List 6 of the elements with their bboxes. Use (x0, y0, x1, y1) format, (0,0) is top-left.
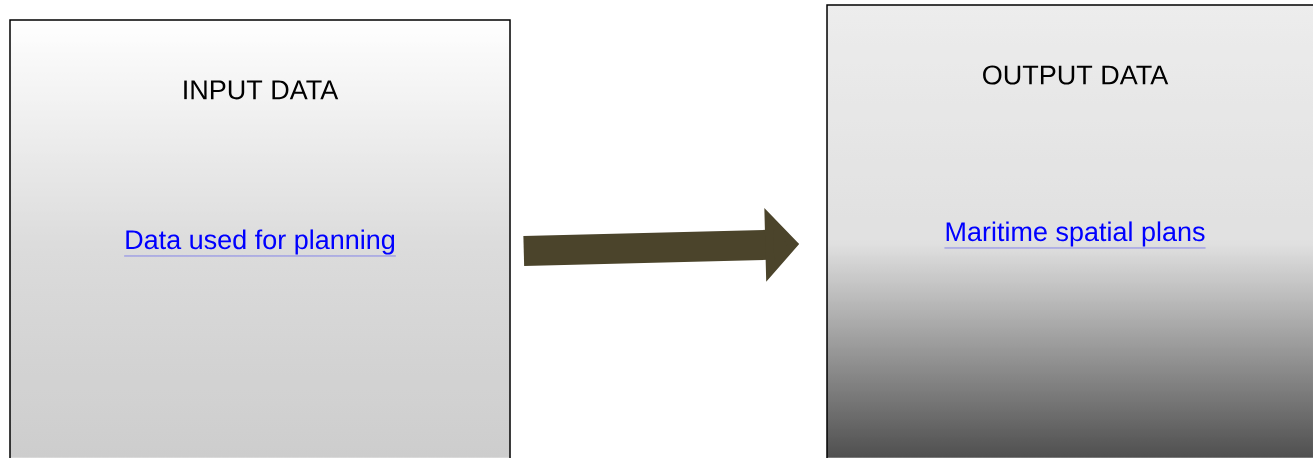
heading: OUTPUT DATA (983, 65, 1169, 85)
heading: INPUT DATA (184, 80, 339, 100)
panel-box (826, 4, 1313, 458)
link-text: Data used for planning (123, 229, 397, 257)
link-text: Maritime spatial plans (944, 221, 1206, 249)
panel-box (9, 19, 511, 458)
